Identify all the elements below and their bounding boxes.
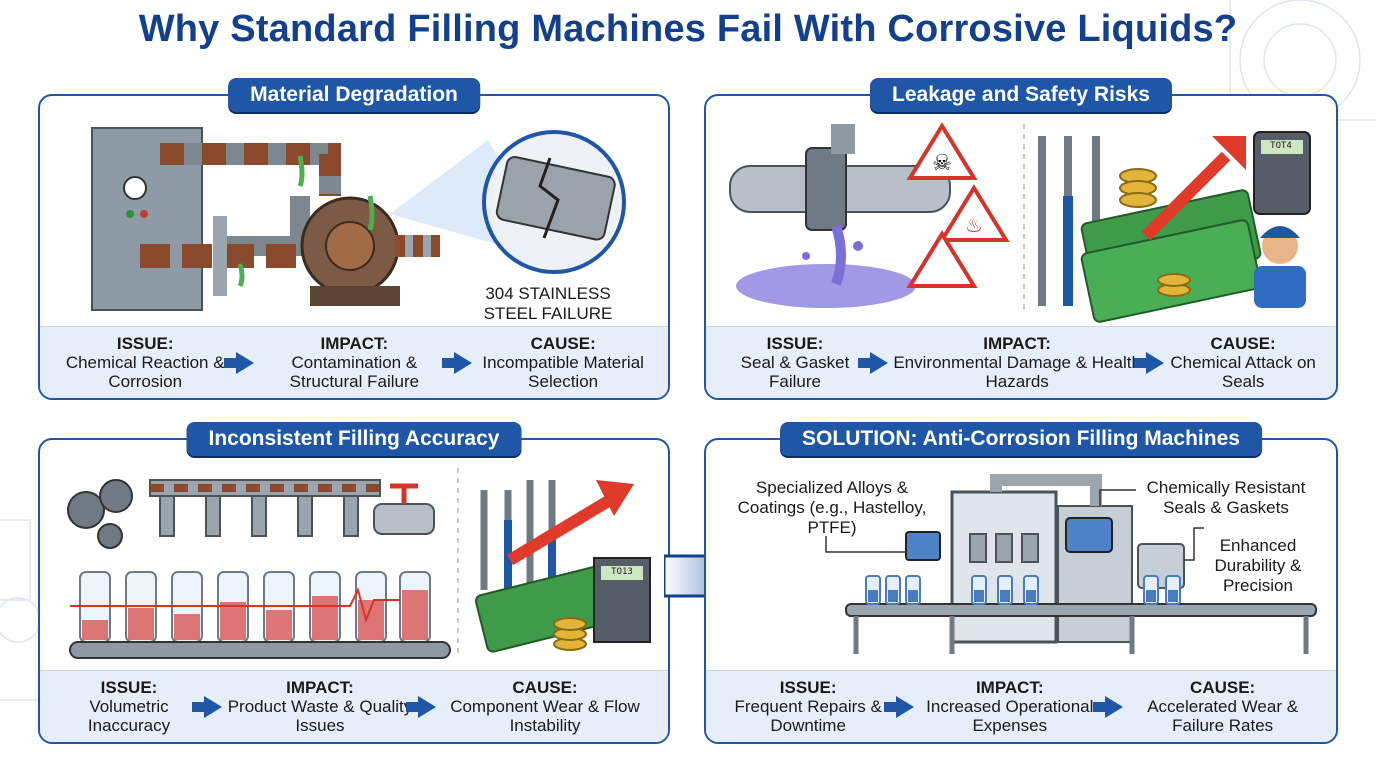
panel-leakage-safety: Leakage and Safety Risks ☠ ♨ — [704, 78, 1338, 400]
material-cause: CAUSE:Incompatible Material Selection — [472, 334, 654, 391]
flow-arrow-icon — [884, 695, 915, 718]
issue-label: ISSUE: — [100, 678, 158, 697]
issue-text: Frequent Repairs & Downtime — [734, 697, 882, 735]
accuracy-cause: CAUSE:Component Wear & Flow Instability — [436, 678, 654, 735]
calculator-display: TOT4 — [1270, 141, 1292, 151]
material-impact: IMPACT:Contamination & Structural Failur… — [254, 334, 454, 391]
impact-text: Product Waste & Quality Issues — [227, 697, 413, 735]
callout-alloys: Specialized Alloys & Coatings (e.g., Has… — [737, 478, 927, 537]
filling-line-illustration — [67, 468, 651, 659]
issue-label: ISSUE: — [766, 334, 824, 353]
steel-failure-caption: 304 STAINLESS STEEL FAILURE — [483, 284, 613, 323]
flow-arrow-icon — [224, 351, 255, 374]
issue-text: Seal & Gasket Failure — [740, 353, 850, 391]
panel-title-leakage: Leakage and Safety Risks — [870, 78, 1172, 112]
panel-title-material: Material Degradation — [228, 78, 480, 112]
cause-label: CAUSE: — [1210, 334, 1276, 353]
material-summary-strip: ISSUE:Chemical Reaction & Corrosion IMPA… — [40, 326, 668, 398]
panel-solution: SOLUTION: Anti-Corrosion Filling Machine… — [704, 422, 1338, 744]
solution-summary-strip: ISSUE:Frequent Repairs & Downtime IMPACT… — [706, 670, 1336, 742]
page-title: Why Standard Filling Machines Fail With … — [138, 8, 1238, 50]
flow-arrow-icon — [1134, 351, 1165, 374]
impact-text: Increased Operational Expenses — [926, 697, 1094, 735]
flow-arrow-icon — [442, 351, 473, 374]
cause-label: CAUSE: — [512, 678, 578, 697]
impact-text: Contamination & Structural Failure — [289, 353, 420, 391]
issue-label: ISSUE: — [116, 334, 174, 353]
cause-text: Accelerated Wear & Failure Rates — [1147, 697, 1299, 735]
panel-title-solution: SOLUTION: Anti-Corrosion Filling Machine… — [780, 422, 1262, 456]
flow-arrow-icon — [406, 695, 436, 718]
panel-filling-accuracy: Inconsistent Filling Accuracy — [38, 422, 670, 744]
anti-corrosion-machine-illustration — [825, 474, 1317, 654]
leakage-cause: CAUSE:Chemical Attack on Seals — [1164, 334, 1322, 391]
issue-label: ISSUE: — [779, 678, 837, 697]
leakage-summary-strip: ISSUE:Seal & Gasket Failure IMPACT:Envir… — [706, 326, 1336, 398]
solution-impact: IMPACT:Increased Operational Expenses — [914, 678, 1105, 735]
calculator-display: TO13 — [611, 567, 633, 577]
material-issue: ISSUE:Chemical Reaction & Corrosion — [54, 334, 236, 391]
flow-arrow-icon — [192, 695, 222, 718]
leakage-issue: ISSUE:Seal & Gasket Failure — [720, 334, 870, 391]
svg-text:☠: ☠ — [932, 150, 952, 175]
accuracy-impact: IMPACT:Product Waste & Quality Issues — [222, 678, 418, 735]
panel-title-accuracy: Inconsistent Filling Accuracy — [186, 422, 522, 456]
impact-label: IMPACT: — [983, 334, 1051, 353]
panel-material-degradation: Material Degradation 304 STAINLESS STEEL… — [38, 78, 670, 400]
cause-label: CAUSE: — [530, 334, 596, 353]
impact-label: IMPACT: — [286, 678, 354, 697]
leakage-impact: IMPACT:Environmental Damage & Health Haz… — [888, 334, 1146, 391]
cause-text: Chemical Attack on Seals — [1170, 353, 1316, 391]
solution-issue: ISSUE:Frequent Repairs & Downtime — [720, 678, 896, 735]
accuracy-summary-strip: ISSUE:Volumetric Inaccuracy IMPACT:Produ… — [40, 670, 668, 742]
leaking-seal-illustration: ☠ ♨ — [729, 122, 1311, 323]
accuracy-issue: ISSUE:Volumetric Inaccuracy — [54, 678, 204, 735]
cause-text: Incompatible Material Selection — [482, 353, 644, 391]
callout-durability: Enhanced Durability & Precision — [1214, 536, 1302, 595]
rusty-pump-illustration — [91, 127, 626, 311]
flow-arrow-icon — [1093, 695, 1124, 718]
svg-text:♨: ♨ — [965, 215, 983, 237]
issue-text: Volumetric Inaccuracy — [87, 697, 171, 735]
impact-label: IMPACT: — [975, 678, 1044, 697]
solution-cause: CAUSE:Accelerated Wear & Failure Rates — [1123, 678, 1322, 735]
cause-label: CAUSE: — [1190, 678, 1256, 697]
flow-arrow-icon — [858, 351, 888, 374]
issue-text: Chemical Reaction & Corrosion — [65, 353, 225, 391]
cause-text: Component Wear & Flow Instability — [450, 697, 640, 735]
impact-text: Environmental Damage & Health Hazards — [893, 353, 1141, 391]
impact-label: IMPACT: — [320, 334, 389, 353]
callout-seals: Chemically Resistant Seals & Gaskets — [1146, 478, 1306, 517]
